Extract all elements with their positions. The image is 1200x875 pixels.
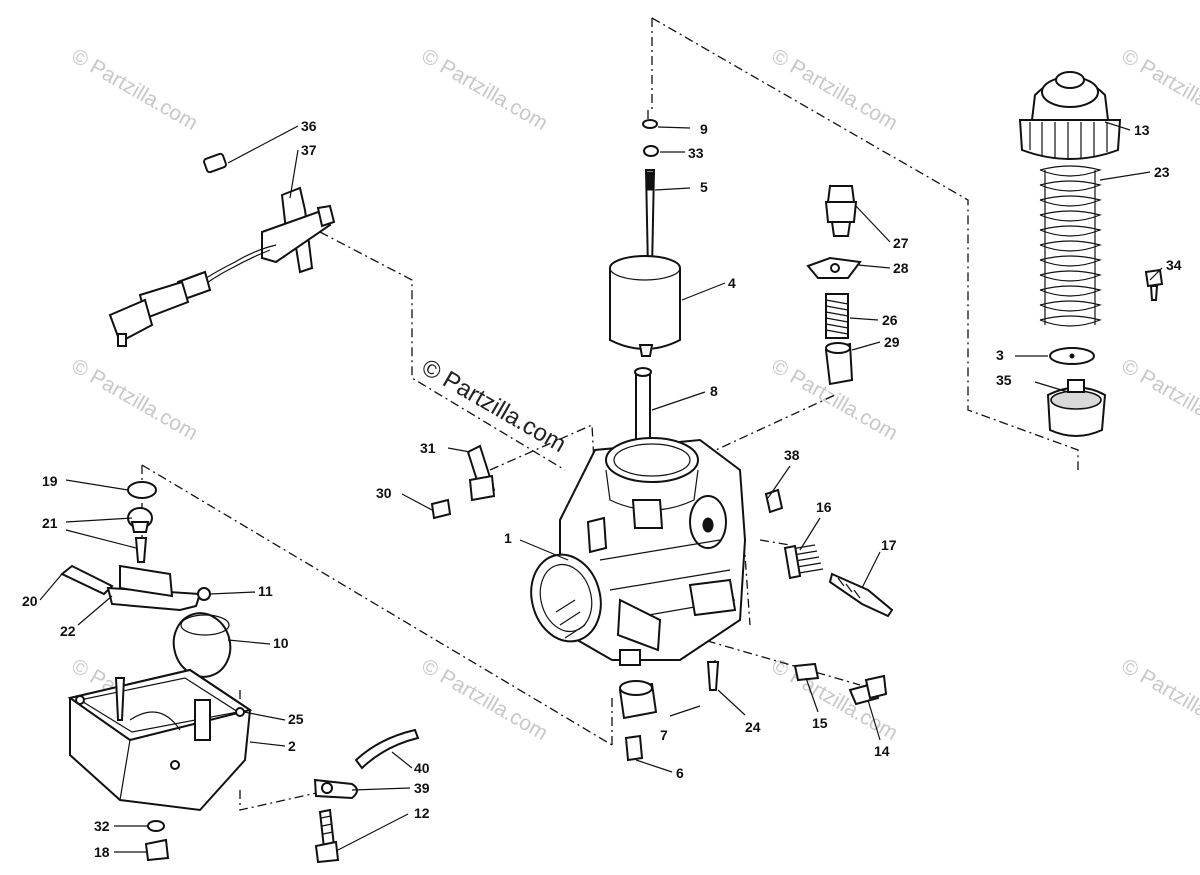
callout-7: 7 (660, 727, 668, 743)
callout-26: 26 (882, 312, 898, 328)
center-watermark: © Partzilla.com (417, 354, 571, 458)
callout-35: 35 (996, 372, 1012, 388)
callout-40: 40 (414, 760, 430, 776)
throttle-stop-assembly (430, 444, 496, 520)
callout-24: 24 (745, 719, 761, 735)
watermark: © Partzilla.com (1118, 654, 1200, 745)
pilot-screw-assembly (706, 661, 888, 706)
needle-clip-assembly (642, 119, 659, 271)
watermark: © Partzilla.com (1118, 44, 1200, 135)
callout-28: 28 (893, 260, 909, 276)
choke-plunger-assembly (806, 185, 862, 386)
callout-34: 34 (1166, 257, 1182, 273)
callout-32: 32 (94, 818, 110, 834)
callout-17: 17 (881, 537, 897, 553)
callout-21: 21 (42, 515, 58, 531)
float-bowl (67, 668, 253, 812)
callout-37: 37 (301, 142, 317, 158)
watermark: © Partzilla.com (68, 354, 202, 445)
main-jet-assembly (618, 680, 658, 762)
drain-plug-assembly (144, 820, 170, 862)
callout-4: 4 (728, 275, 736, 291)
coil-spring (1039, 165, 1102, 327)
idle-screw-assembly (783, 544, 894, 618)
callout-13: 13 (1134, 122, 1150, 138)
watermark: © Partzilla.com (418, 654, 552, 745)
callout-27: 27 (893, 235, 909, 251)
callout-8: 8 (710, 383, 718, 399)
callout-29: 29 (884, 334, 900, 350)
watermark: © Partzilla.com (1118, 354, 1200, 445)
watermark: © Partzilla.com (418, 44, 552, 135)
callout-16: 16 (816, 499, 832, 515)
callout-14: 14 (874, 743, 890, 759)
float-valve-assembly (60, 481, 232, 678)
watermark: © Partzilla.com (768, 654, 902, 745)
callout-1: 1 (504, 530, 512, 546)
callout-12: 12 (414, 805, 430, 821)
callout-20: 20 (22, 593, 38, 609)
callout-22: 22 (60, 623, 76, 639)
callout-11: 11 (258, 583, 273, 599)
watermark: © Partzilla.com (768, 44, 902, 135)
callout-2: 2 (288, 738, 296, 754)
callout-labels: 36 37 9 33 5 4 8 27 28 26 29 13 23 34 3 … (22, 118, 1182, 860)
callout-36: 36 (301, 118, 317, 134)
callout-31: 31 (420, 440, 436, 456)
watermark: © Partzilla.com (68, 44, 202, 135)
callout-18: 18 (94, 844, 110, 860)
callout-15: 15 (812, 715, 828, 731)
part-38-pin (764, 488, 784, 514)
throttle-slide (609, 255, 681, 357)
throttle-switch-assembly (108, 152, 336, 347)
leader-lines (39, 121, 1163, 853)
callout-10: 10 (273, 635, 289, 651)
callout-38: 38 (784, 447, 800, 463)
callout-6: 6 (676, 765, 684, 781)
callout-5: 5 (700, 179, 708, 195)
callout-39: 39 (414, 780, 430, 796)
callout-30: 30 (376, 485, 392, 501)
callout-3: 3 (996, 347, 1004, 363)
callout-23: 23 (1154, 164, 1170, 180)
callout-33: 33 (688, 145, 704, 161)
callout-25: 25 (288, 711, 304, 727)
vent-hose-assembly (313, 728, 420, 864)
carburetor-body (530, 437, 747, 666)
callout-19: 19 (42, 473, 58, 489)
assembly-lines (141, 17, 1079, 811)
carb-top-spring-assembly (1018, 71, 1164, 437)
callout-9: 9 (700, 121, 708, 137)
